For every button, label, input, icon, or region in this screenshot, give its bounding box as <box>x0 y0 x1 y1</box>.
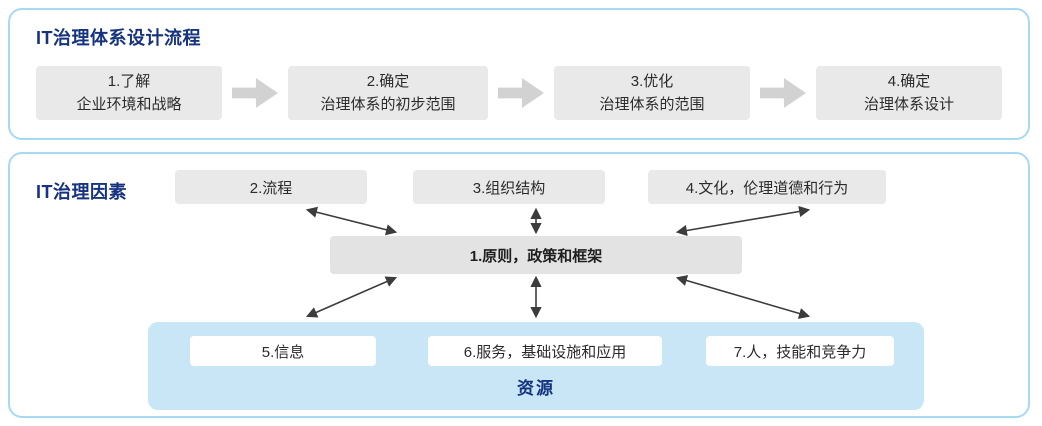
factors-panel: IT治理因素 2.流程 3.组织结构 4.文化，伦理道德和行为 1.原则，政策和… <box>8 152 1030 418</box>
resources-container: 5.信息 6.服务，基础设施和应用 7.人，技能和竞争力 资源 <box>148 322 924 410</box>
process-step-2: 2.确定 治理体系的初步范围 <box>288 66 488 120</box>
resources-label: 资源 <box>517 379 555 398</box>
flow-arrow-icon <box>498 78 544 108</box>
process-flow: 1.了解 企业环境和战略 2.确定 治理体系的初步范围 3.优化 治理体系的范围… <box>36 66 1002 120</box>
flow-arrow-icon <box>232 78 278 108</box>
process-step-3: 3.优化 治理体系的范围 <box>554 66 750 120</box>
process-step-4: 4.确定 治理体系设计 <box>816 66 1002 120</box>
process-step-1-line1: 1.了解 <box>107 73 151 90</box>
resource-services-infrastructure-applications: 6.服务，基础设施和应用 <box>428 336 662 366</box>
process-step-2-line1: 2.确定 <box>366 73 410 90</box>
factor-process: 2.流程 <box>175 170 367 204</box>
process-step-2-line2: 治理体系的初步范围 <box>320 96 456 113</box>
process-step-3-line2: 治理体系的范围 <box>599 96 705 113</box>
factor-principles-policies-frameworks: 1.原则，政策和框架 <box>330 236 742 274</box>
flow-arrow-icon <box>760 78 806 108</box>
process-step-1: 1.了解 企业环境和战略 <box>36 66 222 120</box>
process-step-1-line2: 企业环境和战略 <box>76 96 182 113</box>
process-panel: IT治理体系设计流程 1.了解 企业环境和战略 2.确定 治理体系的初步范围 3… <box>8 8 1030 140</box>
process-step-4-line2: 治理体系设计 <box>863 96 954 113</box>
resource-information: 5.信息 <box>190 336 376 366</box>
factor-culture-ethics-behavior: 4.文化，伦理道德和行为 <box>648 170 886 204</box>
factor-organizational-structure: 3.组织结构 <box>413 170 605 204</box>
process-panel-title: IT治理体系设计流程 <box>36 28 201 48</box>
resource-people-skills-competencies: 7.人，技能和竞争力 <box>706 336 894 366</box>
factors-panel-title: IT治理因素 <box>36 182 127 202</box>
process-step-4-line1: 4.确定 <box>887 73 931 90</box>
process-step-3-line1: 3.优化 <box>630 73 674 90</box>
